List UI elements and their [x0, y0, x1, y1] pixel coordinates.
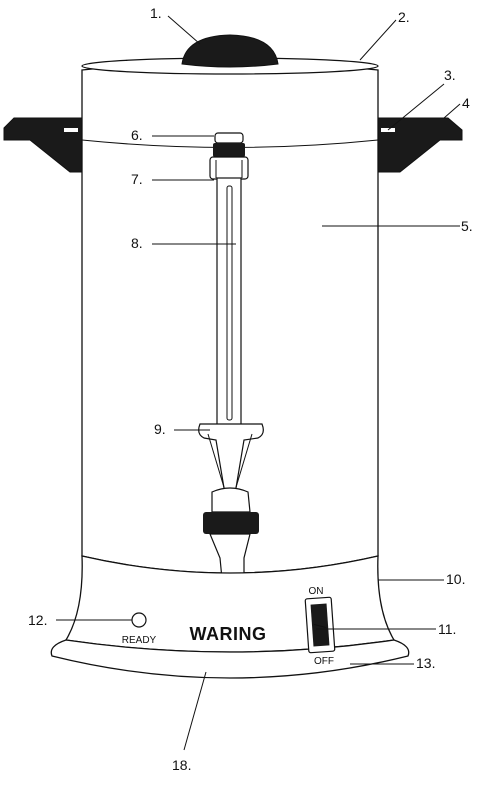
- callout-12: 12.: [28, 612, 47, 628]
- gauge-cap: [214, 132, 244, 144]
- callout-6: 6.: [131, 127, 143, 143]
- callout-3: 3.: [444, 67, 456, 83]
- power-switch-rocker: [310, 603, 330, 647]
- right-handle: [377, 117, 463, 173]
- callout-5: 5.: [461, 218, 473, 234]
- ready-light: [131, 612, 147, 628]
- callout-13: 13.: [416, 655, 435, 671]
- callout-11: 11.: [438, 621, 456, 637]
- callout-8: 8.: [131, 235, 143, 251]
- left-handle: [3, 117, 83, 173]
- lid-knob: [181, 34, 279, 68]
- callout-18: 18.: [172, 757, 191, 773]
- brand-logo: WARING: [190, 624, 267, 644]
- callout-9: 9.: [154, 421, 166, 437]
- left-handle-slot: [64, 128, 78, 132]
- switch-off-label: OFF: [314, 656, 334, 667]
- callout-7: 7.: [131, 171, 143, 187]
- callout-10: 10.: [446, 571, 465, 587]
- callout-1: 1.: [150, 5, 162, 21]
- gauge-cap-ring: [213, 143, 245, 157]
- sight-gauge-inner: [226, 185, 233, 421]
- faucet-nut: [203, 512, 259, 534]
- ready-label: READY: [122, 635, 157, 646]
- switch-on-label: ON: [309, 586, 324, 597]
- callout-4: 4: [462, 95, 470, 111]
- faucet-body: [211, 487, 251, 513]
- callout-2: 2.: [398, 9, 410, 25]
